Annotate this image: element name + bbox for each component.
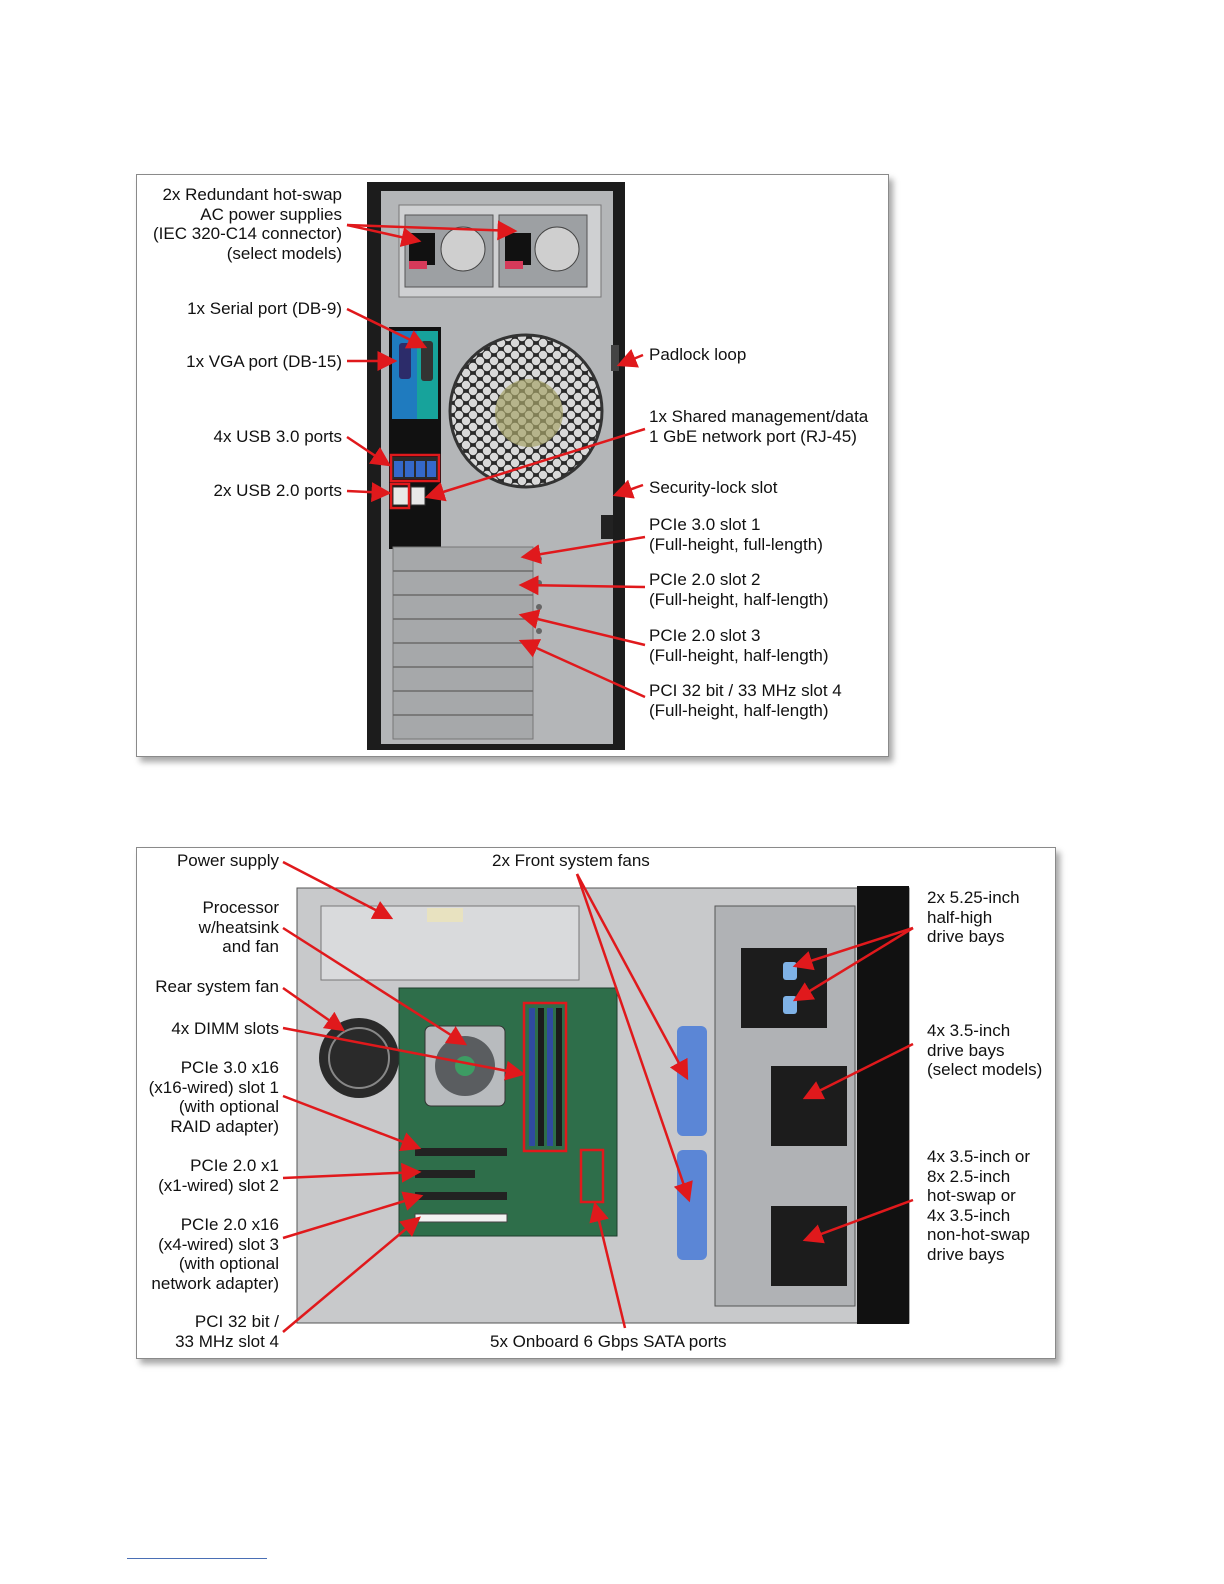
interior-callout-arrows xyxy=(282,860,914,1333)
callout-pcie-slot3: PCIe 2.0 slot 3 (Full-height, half-lengt… xyxy=(649,626,829,665)
callout-525-drive-bays: 2x 5.25-inch half-high drive bays xyxy=(927,888,1020,946)
callout-sata-ports: 5x Onboard 6 Gbps SATA ports xyxy=(490,1332,727,1351)
callout-pcie-slot2: PCIe 2.0 slot 2 (Full-height, half-lengt… xyxy=(649,570,829,609)
rear-view-figure: 2x Redundant hot-swap AC power supplies … xyxy=(136,174,889,757)
callout-pcie-x16-slot1: PCIe 3.0 x16 (x16-wired) slot 1 (with op… xyxy=(148,1058,279,1136)
footnote-separator xyxy=(127,1558,267,1559)
interior-view-illustration xyxy=(282,860,914,1333)
server-chassis-interior xyxy=(296,886,910,1324)
callout-rear-system-fan: Rear system fan xyxy=(155,977,279,996)
callout-pcie-x1-slot2: PCIe 2.0 x1 (x1-wired) slot 2 xyxy=(158,1156,279,1195)
callout-power-supply: Power supply xyxy=(176,851,279,870)
callout-pcie-x16-slot3: PCIe 2.0 x16 (x4-wired) slot 3 (with opt… xyxy=(151,1215,279,1293)
callout-serial-port: 1x Serial port (DB-9) xyxy=(187,299,342,318)
rear-callout-arrows xyxy=(346,220,646,699)
callout-processor: Processor w/heatsink and fan xyxy=(198,898,279,956)
callout-pcie-slot1: PCIe 3.0 slot 1 (Full-height, full-lengt… xyxy=(649,515,823,554)
server-chassis-rear xyxy=(367,182,625,750)
callout-power-supplies: 2x Redundant hot-swap AC power supplies … xyxy=(153,185,342,263)
callout-front-system-fans: 2x Front system fans xyxy=(492,851,650,870)
callout-security-lock-slot: Security-lock slot xyxy=(649,478,778,497)
callout-pci-slot4: PCI 32 bit / 33 MHz slot 4 xyxy=(175,1312,279,1351)
callout-hotswap-drive-bays: 4x 3.5-inch or 8x 2.5-inch hot-swap or 4… xyxy=(927,1147,1031,1264)
callout-35-drive-bays: 4x 3.5-inch drive bays (select models) xyxy=(927,1021,1043,1079)
callout-padlock-loop: Padlock loop xyxy=(649,345,747,364)
callout-dimm-slots: 4x DIMM slots xyxy=(171,1019,279,1038)
callout-pci-slot4: PCI 32 bit / 33 MHz slot 4 (Full-height,… xyxy=(649,681,842,720)
callout-usb2-ports: 2x USB 2.0 ports xyxy=(213,481,342,500)
callout-vga-port: 1x VGA port (DB-15) xyxy=(186,352,342,371)
rear-view-illustration xyxy=(346,182,646,750)
callout-usb3-ports: 4x USB 3.0 ports xyxy=(213,427,342,446)
callout-network-port: 1x Shared management/data 1 GbE network … xyxy=(649,407,869,446)
interior-view-figure: Power supply Processor w/heatsink and fa… xyxy=(136,847,1056,1359)
